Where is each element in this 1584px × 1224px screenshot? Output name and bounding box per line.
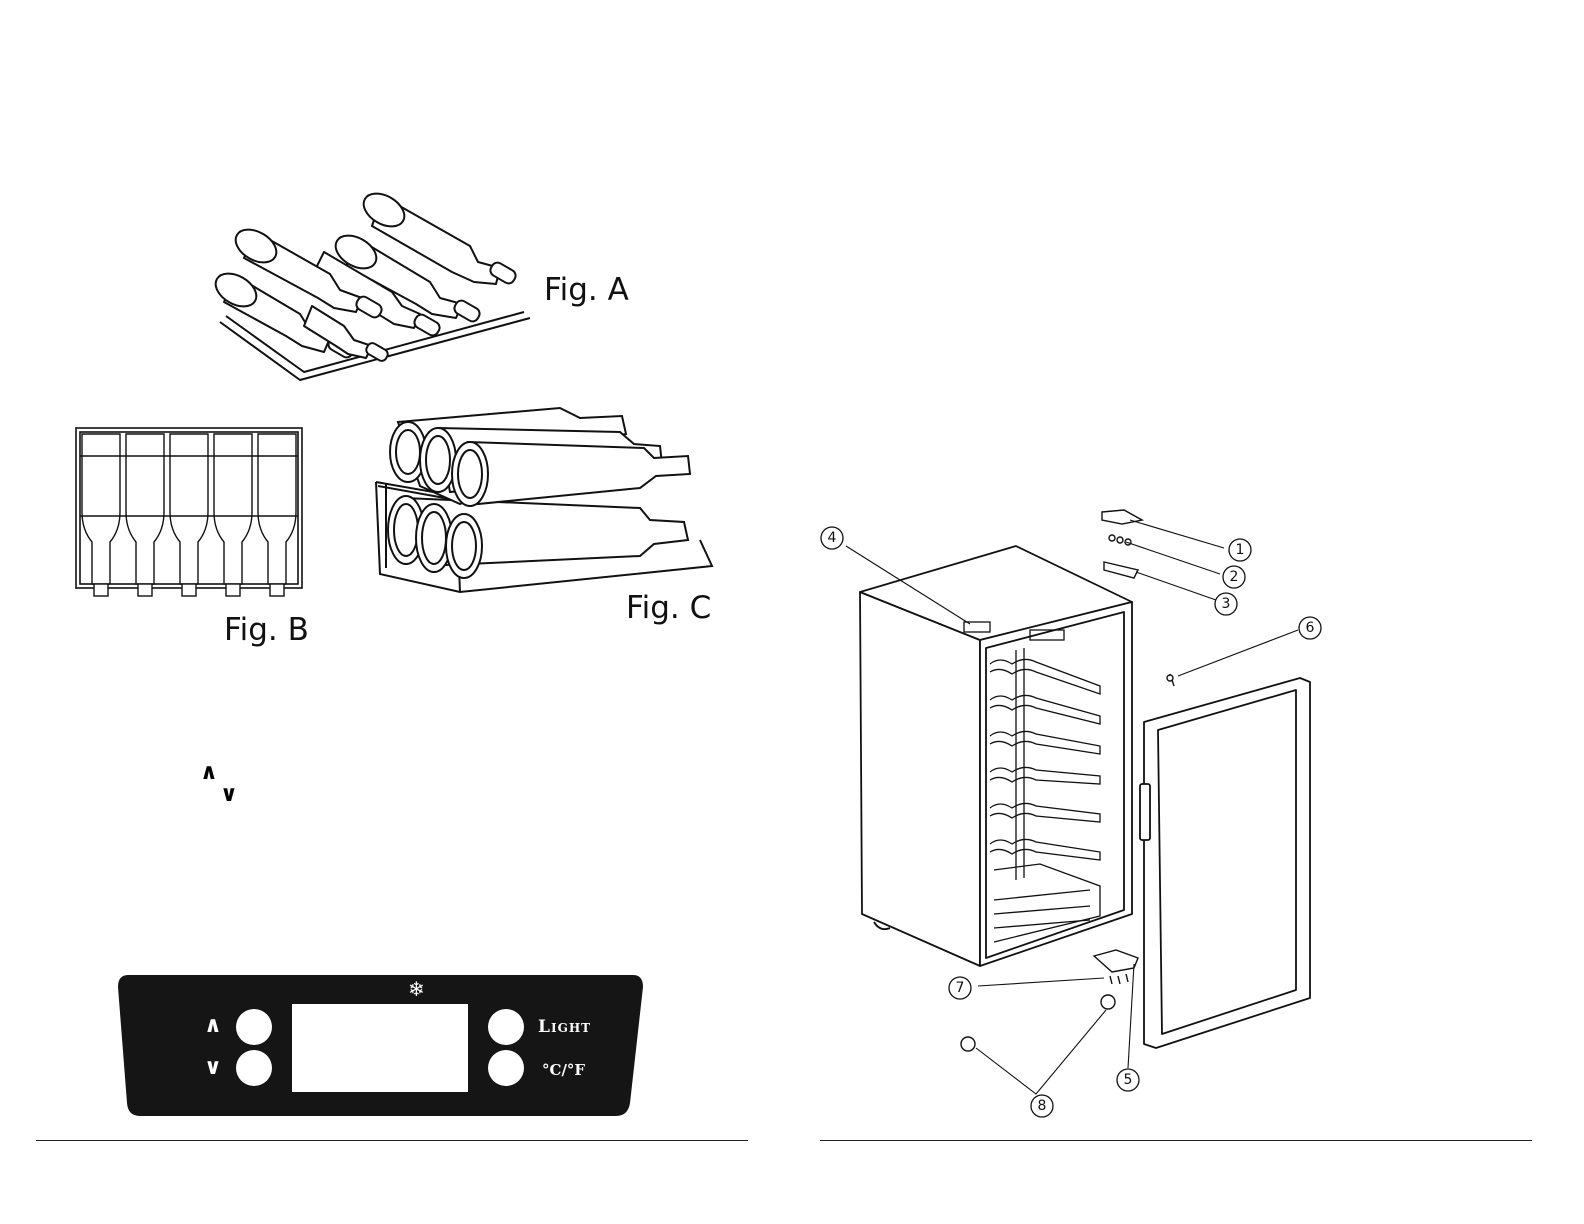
callout-8: 8 (1038, 1098, 1047, 1114)
callout-3: 3 (1222, 596, 1231, 612)
callout-6: 6 (1306, 620, 1315, 636)
callout-2: 2 (1230, 569, 1239, 585)
callout-7: 7 (956, 980, 965, 996)
callout-5: 5 (1124, 1072, 1133, 1088)
callout-1: 1 (1236, 542, 1245, 558)
callout-4: 4 (828, 530, 837, 546)
